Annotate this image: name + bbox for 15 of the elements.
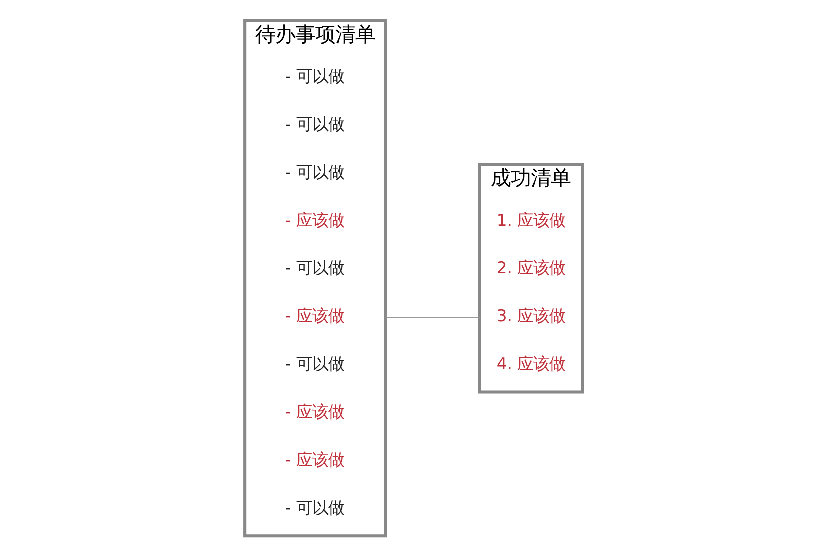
- node-text: - 可以做: [284, 66, 344, 86]
- node-text: - 可以做: [284, 114, 344, 134]
- node-text: - 可以做: [284, 498, 344, 518]
- node-text: - 可以做: [284, 162, 344, 182]
- node-text: - 应该做: [284, 210, 344, 230]
- node-text: - 应该做: [284, 450, 344, 470]
- node-text: 3. 应该做: [496, 306, 566, 326]
- node-text: 1. 应该做: [496, 210, 566, 230]
- connector: [385, 317, 480, 318]
- node-text: 4. 应该做: [496, 354, 566, 374]
- node-text: 2. 应该做: [496, 258, 566, 278]
- node-text: - 应该做: [284, 402, 344, 422]
- node-text: - 可以做: [284, 258, 344, 278]
- node-text: - 可以做: [284, 354, 344, 374]
- node-text: - 应该做: [284, 306, 344, 326]
